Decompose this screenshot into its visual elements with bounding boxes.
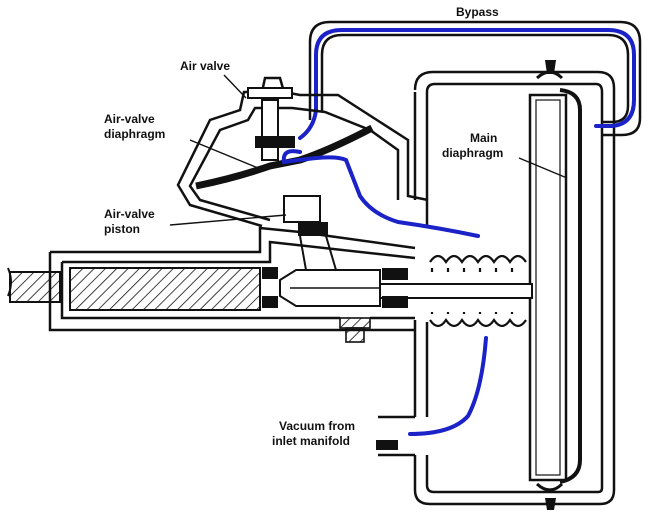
main-diaphragm — [528, 60, 582, 510]
label-air-valve-piston-line2: piston — [104, 222, 140, 236]
bypass-pipe — [308, 20, 642, 137]
input-shaft — [7, 267, 61, 303]
label-air-valve: Air valve — [180, 59, 230, 73]
piston-seals — [262, 267, 408, 308]
air-valve-piston — [283, 195, 337, 271]
main-cylinder-body — [413, 70, 616, 506]
return-spring — [429, 254, 527, 328]
hydraulic-piston — [69, 267, 261, 311]
air-valve-seat — [255, 136, 295, 148]
air-valve-stem — [247, 87, 293, 161]
label-air-valve-diaphragm-line2: diaphragm — [104, 127, 165, 141]
label-main-diaphragm-line1: Main — [470, 131, 497, 145]
label-vacuum-line1: Vacuum from — [279, 419, 355, 433]
label-vacuum-line2: inlet manifold — [272, 434, 350, 448]
label-air-valve-piston-line1: Air-valve — [104, 207, 155, 221]
vacuum-airflow-line — [408, 336, 488, 436]
air-valve-housing — [176, 76, 429, 228]
label-air-valve-diaphragm-line1: Air-valve — [104, 112, 155, 126]
bleed-nipple — [339, 317, 371, 343]
label-bypass: Bypass — [456, 5, 499, 19]
label-main-diaphragm-line2: diaphragm — [442, 146, 503, 160]
leader-lines — [169, 74, 568, 226]
vacuum-inlet-pipe — [376, 415, 415, 457]
air-valve-airflow-line — [281, 149, 480, 238]
bypass-airflow-line — [298, 28, 636, 140]
servo-housing — [48, 226, 416, 332]
